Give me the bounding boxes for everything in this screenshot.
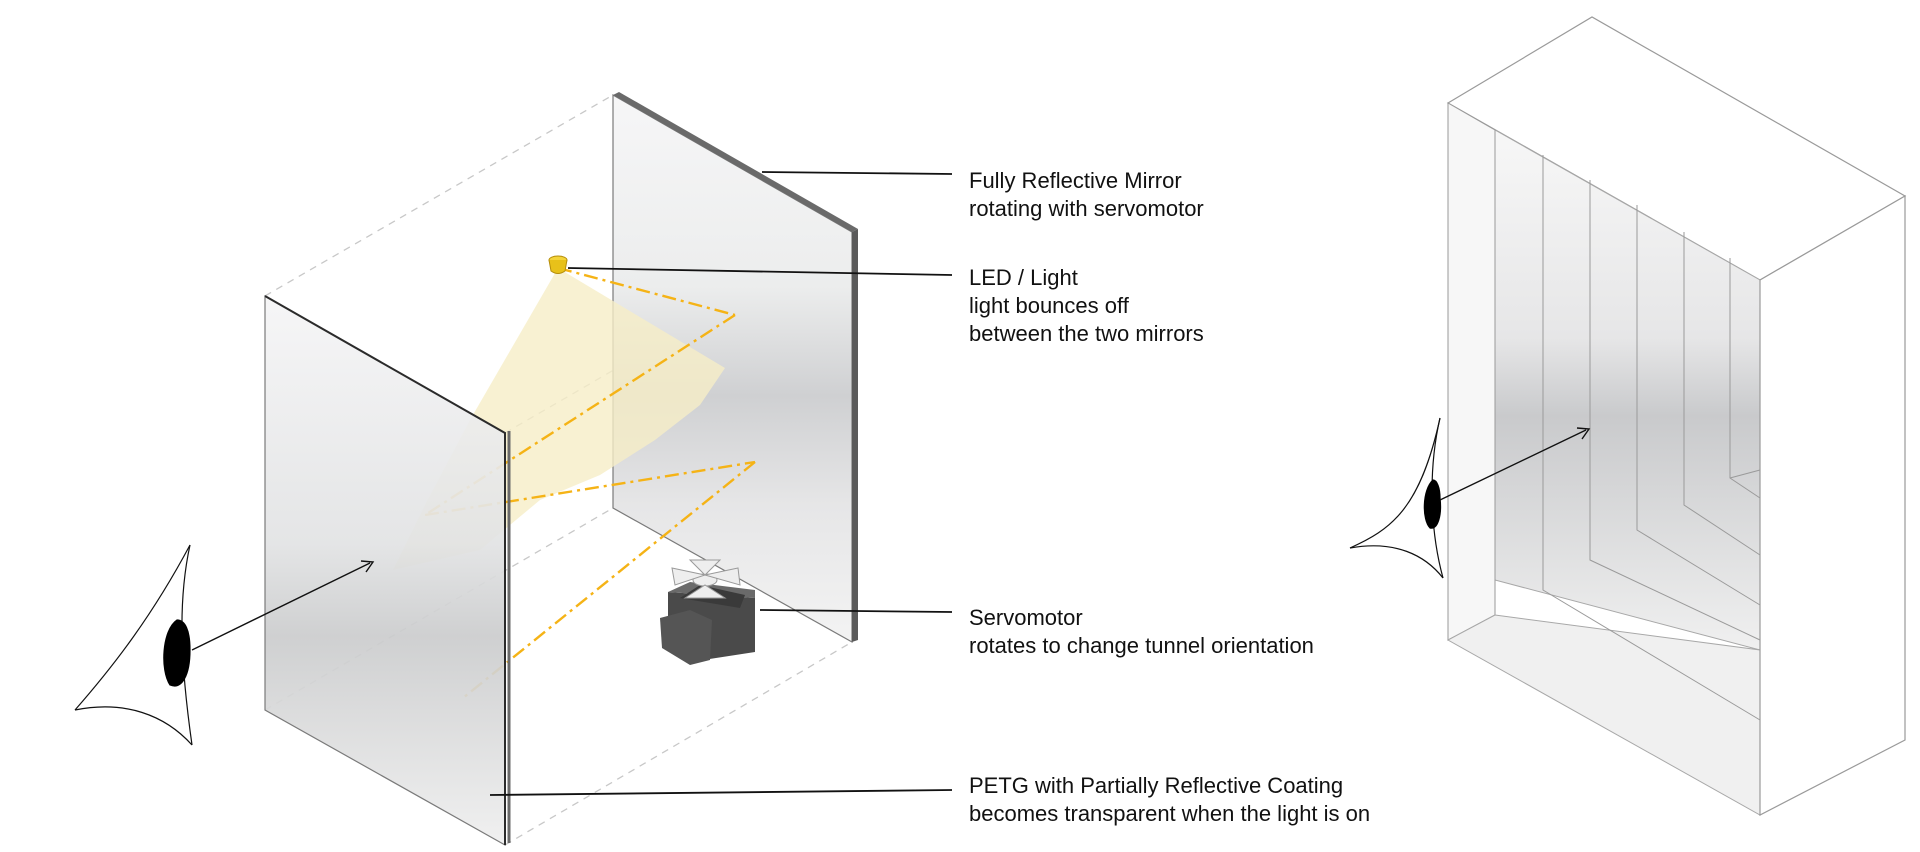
- label-mirror-title: Fully Reflective Mirror: [969, 168, 1182, 193]
- petg-panel: [264, 294, 511, 847]
- label-servo-title: Servomotor: [969, 605, 1083, 630]
- label-servo-desc: rotates to change tunnel orientation: [969, 633, 1314, 658]
- label-petg: PETG with Partially Reflective Coating b…: [969, 772, 1370, 828]
- assembled-view: [1349, 16, 1907, 816]
- leader-lines: [489, 171, 953, 796]
- label-petg-desc: becomes transparent when the light is on: [969, 801, 1371, 826]
- led-icon: [548, 255, 568, 274]
- label-mirror: Fully Reflective Mirror rotating with se…: [969, 167, 1204, 223]
- label-led-title: LED / Light: [969, 265, 1078, 290]
- label-led-desc-2: between the two mirrors: [969, 321, 1204, 346]
- label-led: LED / Light light bounces off between th…: [969, 264, 1204, 348]
- exploded-view: [74, 92, 953, 847]
- reflections: [1542, 155, 1761, 721]
- servomotor-icon: [660, 559, 755, 665]
- eye-icon: [1349, 417, 1591, 579]
- label-mirror-desc: rotating with servomotor: [969, 196, 1204, 221]
- eye-icon: [74, 544, 375, 746]
- label-led-desc-1: light bounces off: [969, 293, 1129, 318]
- label-petg-title: PETG with Partially Reflective Coating: [969, 773, 1344, 798]
- label-servo: Servomotor rotates to change tunnel orie…: [969, 604, 1314, 660]
